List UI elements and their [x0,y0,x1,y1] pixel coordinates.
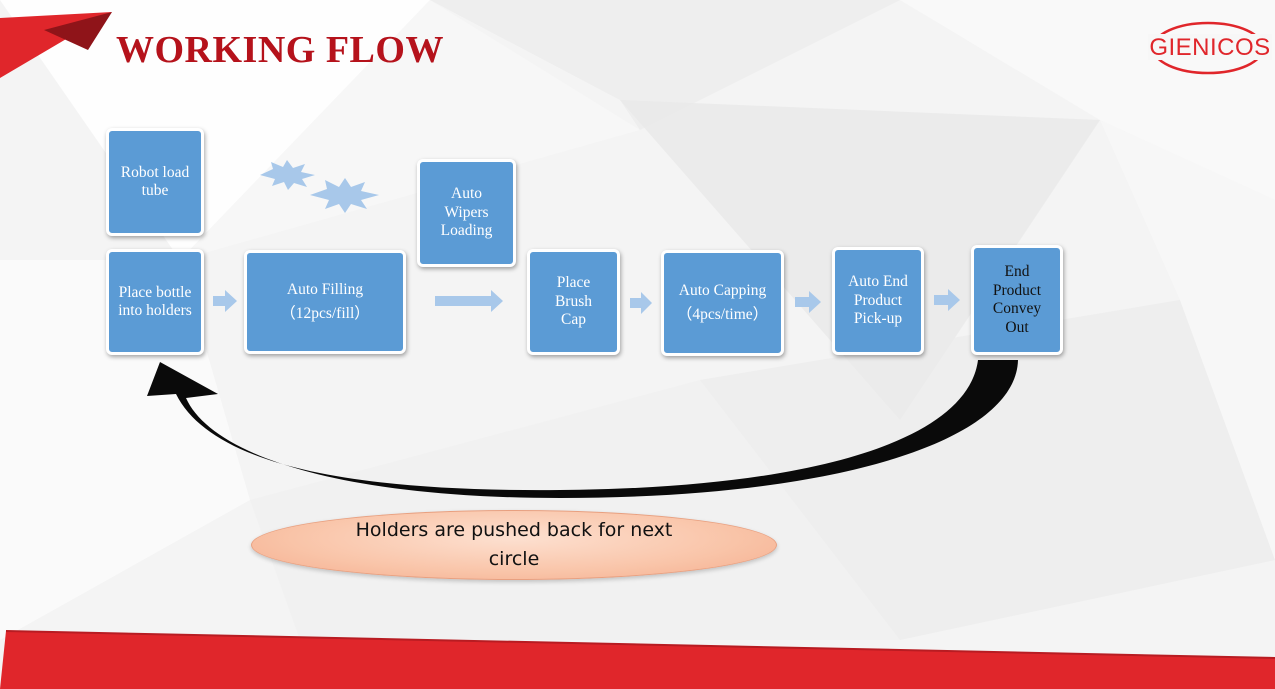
logo-ring-icon [1148,21,1272,75]
page-title: WORKING FLOW [116,29,444,71]
chevron-right-icon [435,290,503,312]
step-sublabel: （12pcs/fill） [280,305,370,322]
chevron-right-icon [795,291,821,313]
step-end-product-out: End Product Convey Out [971,245,1063,355]
step-robot-load-tube: Robot load tube [106,128,204,236]
step-label: Place bottle into holders [118,283,192,320]
footer-band [0,631,1275,689]
step-label: Place Brush Cap [554,274,593,329]
step-label: Auto Capping [678,281,767,299]
step-auto-wipers: Auto Wipers Loading [417,159,516,267]
step-auto-filling: Auto Filling （12pcs/fill） [244,250,406,354]
step-label: Auto Filling [286,280,364,298]
chevron-right-icon [213,290,237,312]
return-note-callout: Holders are pushed back for next circle [251,510,777,580]
step-label: Auto Wipers Loading [440,185,493,240]
step-place-brush-cap: Place Brush Cap [527,249,620,355]
starburst-icon [260,160,379,213]
return-note-text: Holders are pushed back for next circle [355,519,673,570]
step-label: End Product Convey Out [992,263,1042,336]
step-auto-end-pickup: Auto End Product Pick-up [832,247,924,355]
step-auto-capping: Auto Capping （4pcs/time） [661,250,784,356]
step-sublabel: （4pcs/time） [676,306,769,323]
step-place-bottle: Place bottle into holders [106,249,204,355]
brand-logo: GIENICOS [1146,20,1274,78]
step-label: Robot load tube [120,163,190,200]
logo-text: GIENICOS [1149,34,1271,61]
chevron-right-icon [630,292,652,314]
step-label: Auto End Product Pick-up [848,273,908,328]
chevron-right-icon [934,289,960,311]
